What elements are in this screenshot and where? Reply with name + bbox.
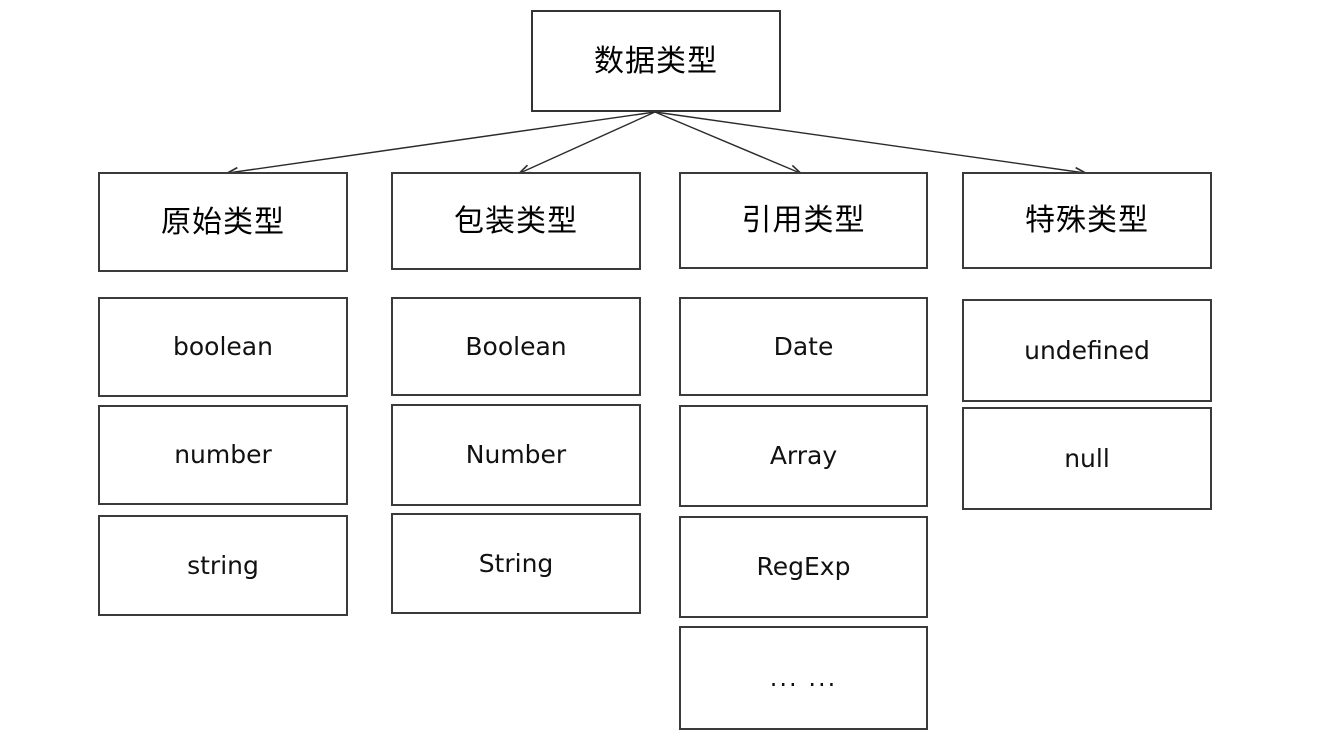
node-root-label: 数据类型 bbox=[594, 43, 718, 79]
node-type-Boolean[interactable]: Boolean bbox=[391, 297, 641, 396]
node-type-label: Date bbox=[773, 331, 834, 361]
node-type-RegExp[interactable]: RegExp bbox=[679, 516, 928, 618]
node-type-boolean[interactable]: boolean bbox=[98, 297, 348, 397]
node-category-primitive[interactable]: 原始类型 bbox=[98, 172, 348, 272]
node-type-null[interactable]: null bbox=[962, 407, 1212, 510]
node-root[interactable]: 数据类型 bbox=[531, 10, 781, 112]
node-type-label: RegExp bbox=[756, 552, 851, 582]
node-type-label: string bbox=[187, 550, 259, 580]
node-type-more[interactable]: ... ... bbox=[679, 626, 928, 730]
node-type-Array[interactable]: Array bbox=[679, 405, 928, 507]
node-type-label: String bbox=[478, 548, 554, 578]
node-type-String[interactable]: String bbox=[391, 513, 641, 614]
node-category-label: 原始类型 bbox=[161, 204, 285, 240]
node-type-number[interactable]: number bbox=[98, 405, 348, 505]
node-type-label: undefined bbox=[1024, 335, 1150, 365]
node-category-label: 特殊类型 bbox=[1025, 203, 1149, 238]
node-type-undefined[interactable]: undefined bbox=[962, 299, 1212, 402]
node-category-special[interactable]: 特殊类型 bbox=[962, 172, 1212, 269]
tree-edges bbox=[228, 111, 1085, 173]
node-type-string[interactable]: string bbox=[98, 515, 348, 616]
edge-root-to-special bbox=[654, 111, 1085, 173]
node-type-label: number bbox=[174, 440, 272, 470]
node-category-label: 包装类型 bbox=[454, 203, 578, 239]
node-type-label: null bbox=[1064, 443, 1110, 473]
node-type-label: Boolean bbox=[465, 331, 567, 361]
node-type-label: Array bbox=[769, 441, 838, 471]
node-type-label: Number bbox=[465, 440, 567, 470]
node-type-label: boolean bbox=[173, 332, 273, 362]
node-category-reference[interactable]: 引用类型 bbox=[679, 172, 928, 269]
node-type-label: ... ... bbox=[769, 664, 838, 692]
node-type-Date[interactable]: Date bbox=[679, 297, 928, 396]
edge-root-to-wrapper bbox=[520, 111, 656, 173]
edge-root-to-primitive bbox=[228, 111, 656, 173]
node-category-label: 引用类型 bbox=[741, 203, 866, 238]
node-category-wrapper[interactable]: 包装类型 bbox=[391, 172, 641, 270]
edge-root-to-reference bbox=[654, 111, 800, 173]
node-type-Number[interactable]: Number bbox=[391, 404, 641, 506]
